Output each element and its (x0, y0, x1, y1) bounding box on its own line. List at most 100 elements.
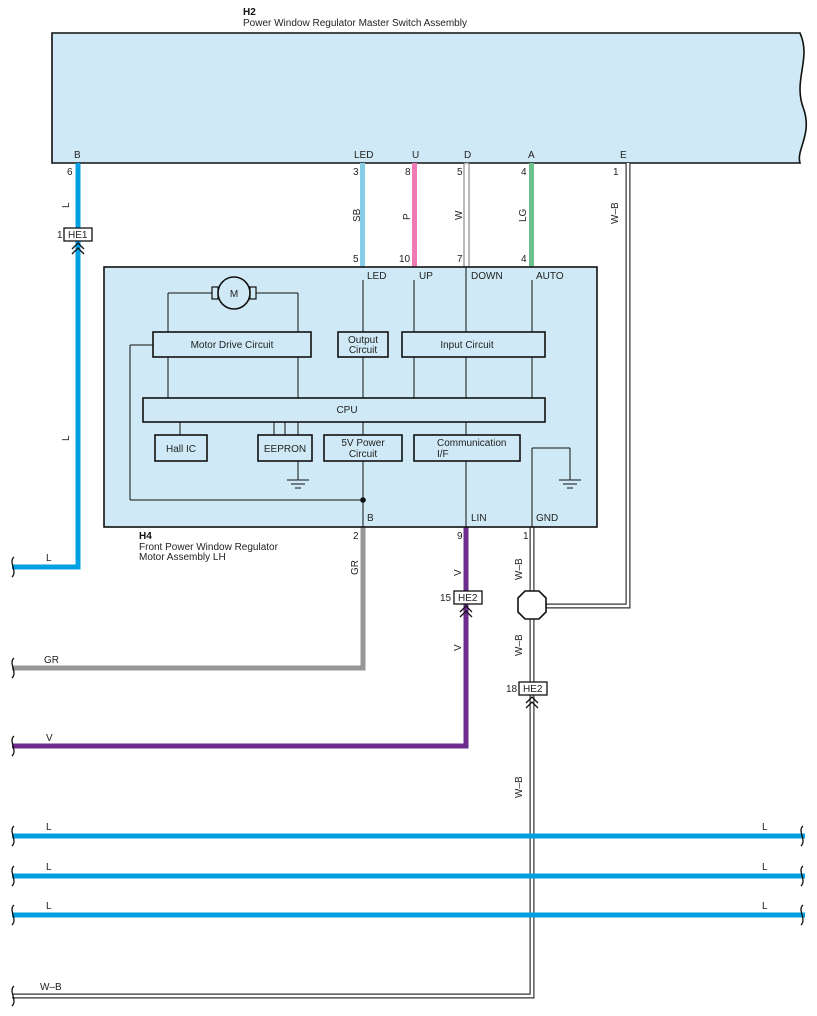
h4-pin-led: 5 (353, 254, 359, 265)
bus1-left-label: L (46, 822, 52, 833)
wire-v-lower-label: V (453, 644, 464, 651)
cpu-label: CPU (336, 405, 357, 416)
h4-term-lin: LIN (471, 513, 487, 524)
wire-led-label: SB (352, 208, 363, 222)
wire-u-label: P (402, 213, 413, 220)
h4-term-b: B (367, 513, 374, 524)
wire-gnd-upper-label: W–B (514, 558, 525, 580)
h4-internal-lines (129, 267, 581, 527)
wire-break-marks (11, 556, 804, 1007)
communication-if-block (413, 434, 521, 462)
h4-term-led: LED (367, 271, 386, 282)
wire-sb-led (360, 163, 365, 267)
h4-pin-auto: 4 (521, 254, 527, 265)
bus1-right-label: L (762, 822, 768, 833)
h2-term-b: B (74, 150, 81, 161)
h2-box (51, 32, 807, 164)
h4-pin-up: 10 (399, 254, 411, 265)
motor-label: M (230, 289, 238, 300)
he1-pin: 1 (57, 230, 63, 241)
wire-gnd-lower-label: W–B (514, 776, 525, 798)
communication-if-label-1: Communication (437, 438, 506, 449)
he2-lin-name: HE2 (458, 593, 478, 604)
wire-gr-b (12, 527, 366, 671)
output-circuit-label-1: Output (348, 335, 378, 346)
h2-pin-a: 4 (521, 167, 527, 178)
output-circuit-block (337, 331, 389, 358)
he2-gnd-name: HE2 (523, 684, 543, 695)
bus2-left-label: L (46, 862, 52, 873)
he2-gnd-pin: 18 (506, 684, 518, 695)
h4-term-gnd: GND (536, 513, 558, 524)
wire-gr-vert-label: GR (350, 560, 361, 575)
wire-p-up (412, 163, 417, 267)
communication-if-label-2: I/F (437, 449, 449, 460)
junction-dot (360, 497, 366, 503)
h2-term-d: D (464, 150, 471, 161)
he2-gnd-chevron-icon (525, 696, 539, 709)
h4-pin-b: 2 (353, 531, 359, 542)
wire-l-b (12, 163, 81, 570)
h4-pin-lin: 9 (457, 531, 463, 542)
wire-v-upper-label: V (453, 569, 464, 576)
power-circuit-block (323, 434, 403, 462)
h4-id: H4 (139, 531, 152, 542)
h2-term-e: E (620, 150, 627, 161)
wire-d-label: W (454, 210, 465, 220)
h2-pin-led: 3 (353, 167, 359, 178)
wire-gnd-mid-label: W–B (514, 634, 525, 656)
wire-gnd-end-label: W–B (40, 982, 62, 993)
wire-b-lower-label: L (61, 435, 72, 441)
motor-icon: M (211, 276, 257, 310)
h2-term-u: U (412, 150, 419, 161)
wire-v-end-label: V (46, 733, 53, 744)
h2-pin-u: 8 (405, 167, 411, 178)
wire-e-label: W–B (610, 202, 621, 224)
eeprom-block (257, 434, 313, 462)
h4-term-down: DOWN (471, 271, 503, 282)
he2-lin-chevron-icon (459, 605, 473, 618)
input-circuit-label: Input Circuit (440, 340, 494, 351)
h2-pin-d: 5 (457, 167, 463, 178)
bus3-left-label: L (46, 901, 52, 912)
h4-box (103, 266, 598, 528)
he1-chevron-icon (71, 242, 85, 255)
motor-drive-circuit-block (152, 331, 312, 358)
h4-pin-gnd: 1 (523, 531, 529, 542)
power-circuit-label-1: 5V Power (341, 438, 385, 449)
h2-term-led: LED (354, 150, 373, 161)
output-circuit-label-2: Circuit (349, 345, 378, 356)
wire-gr-end-label: GR (44, 655, 59, 666)
h2-pin-e: 1 (613, 167, 619, 178)
wire-wb-e-inner (546, 163, 630, 608)
h2-id: H2 (243, 7, 256, 18)
cpu-block (142, 397, 546, 423)
h4-title-line2: Motor Assembly LH (139, 552, 226, 563)
he1-connector (63, 227, 93, 242)
h4-pin-down: 7 (457, 254, 463, 265)
he1-name: HE1 (68, 230, 88, 241)
motor-drive-circuit-label: Motor Drive Circuit (191, 340, 274, 351)
eeprom-label: EEPRON (264, 444, 306, 455)
hall-ic-block (154, 434, 208, 462)
he2-lin-connector (453, 590, 483, 605)
ground-splice-point (517, 590, 547, 620)
wire-b-upper-label: L (61, 202, 72, 208)
wire-a-label: LG (518, 208, 529, 222)
input-circuit-block (401, 331, 546, 358)
h4-term-up: UP (419, 271, 433, 282)
h4-title-line1: Front Power Window Regulator (139, 542, 279, 553)
h2-term-a: A (528, 150, 535, 161)
he2-gnd-connector (518, 681, 548, 696)
h2-title: Power Window Regulator Master Switch Ass… (243, 18, 467, 29)
bus3-right-label: L (762, 901, 768, 912)
bus2-right-label: L (762, 862, 768, 873)
hall-ic-label: Hall IC (166, 444, 196, 455)
wire-b-end-label: L (46, 553, 52, 564)
wire-lg-auto (529, 163, 534, 267)
power-circuit-label-2: Circuit (349, 449, 378, 460)
he2-lin-pin: 15 (440, 593, 452, 604)
h2-pin-b: 6 (67, 167, 73, 178)
h4-term-auto: AUTO (536, 271, 564, 282)
